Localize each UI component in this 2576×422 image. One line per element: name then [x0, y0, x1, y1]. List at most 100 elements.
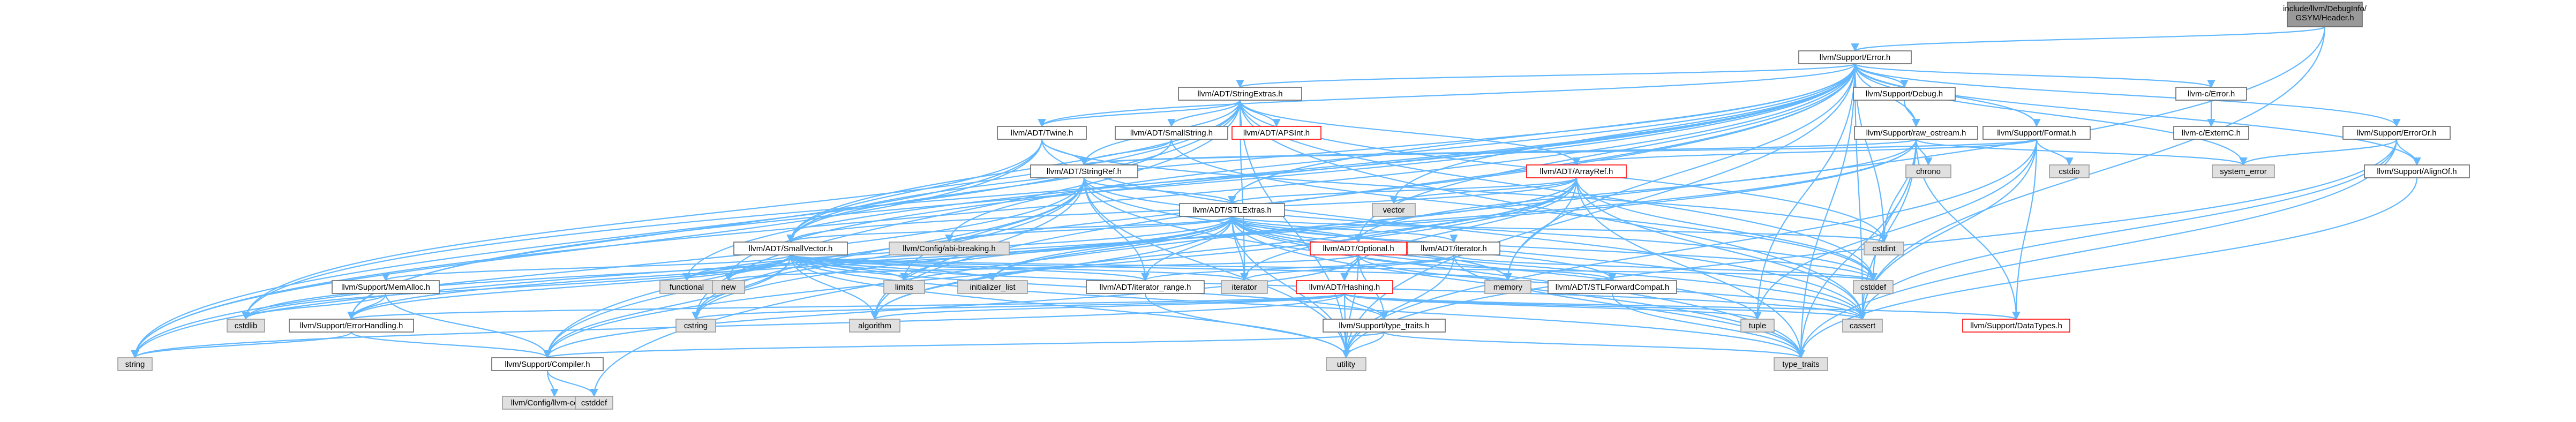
edge-hashing-to-string	[131, 293, 1346, 359]
node-label: llvm/ADT/SmallString.h	[1130, 129, 1213, 138]
edge-smallvector-to-functional	[682, 254, 792, 282]
edge-error-to-abibreaking	[945, 63, 1856, 243]
node-cstdio: cstdio	[2049, 164, 2090, 178]
node-chrono: chrono	[1905, 164, 1951, 178]
edge-arrayref-to-cstddef2	[1575, 177, 1877, 282]
node-box	[1310, 242, 1407, 255]
node-label: llvm/ADT/ArrayRef.h	[1540, 167, 1613, 176]
node-algorithm: algorithm	[849, 319, 900, 333]
node-box	[1853, 280, 1894, 294]
node-adtiterator[interactable]: llvm/ADT/iterator.h	[1407, 242, 1500, 255]
edge-formatv-to-stringref	[1080, 138, 2038, 166]
edge-stlextras-to-adtiterator	[1231, 215, 1458, 243]
node-label: limits	[895, 283, 913, 292]
node-box	[1740, 319, 1775, 333]
node-label: cstddef	[581, 398, 607, 408]
node-box	[575, 396, 613, 410]
node-box	[1798, 50, 1912, 64]
edge-stlextras-to-abibreaking	[945, 215, 1233, 243]
node-errorhandling[interactable]: llvm/Support/ErrorHandling.h	[289, 319, 414, 333]
edge-error-to-functional	[682, 63, 1856, 282]
edge-optional-to-stlforward	[1357, 254, 1617, 282]
node-hashing[interactable]: llvm/ADT/Hashing.h	[1296, 280, 1393, 294]
node-label: string	[125, 360, 145, 369]
edge-memalloc-to-compiler	[385, 293, 552, 359]
edge-arrayref-to-stlextras	[1228, 177, 1578, 205]
node-arrayref[interactable]: llvm/ADT/ArrayRef.h	[1526, 164, 1627, 178]
edge-hashing-to-datatypes	[1343, 292, 2020, 320]
node-label: llvm/Support/type_traits.h	[1339, 321, 1429, 330]
node-label: llvm/ADT/iterator.h	[1421, 244, 1486, 253]
node-typetraits[interactable]: llvm/Support/type_traits.h	[1323, 319, 1446, 333]
node-cassert: cassert	[1842, 319, 1883, 333]
node-rawostream[interactable]: llvm/Support/raw_ostream.h	[1854, 126, 1978, 140]
node-box	[2049, 164, 2090, 178]
node-erroror[interactable]: llvm/Support/ErrorOr.h	[2342, 126, 2451, 140]
edge-error-to-stringextras	[1236, 63, 1856, 88]
node-formatv[interactable]: llvm/Support/Format.h	[1982, 126, 2091, 140]
node-alignof[interactable]: llvm/Support/AlignOf.h	[2364, 164, 2470, 178]
edge-optional-to-utility	[1342, 254, 1360, 359]
node-datatypes[interactable]: llvm/Support/DataTypes.h	[1962, 319, 2070, 333]
node-stlforward[interactable]: llvm/ADT/STLForwardCompat.h	[1548, 280, 1677, 294]
edge-smallstring-to-stringref	[1080, 139, 1173, 166]
node-iteratorrange[interactable]: llvm/ADT/iterator_range.h	[1086, 280, 1205, 294]
node-box	[332, 280, 440, 294]
node-debug[interactable]: llvm/Support/Debug.h	[1853, 87, 1956, 101]
edge-error-to-string	[131, 63, 1856, 359]
node-label: llvm/Support/ErrorOr.h	[2356, 129, 2436, 138]
edge-optional-to-compiler	[543, 254, 1360, 359]
edge-hashing-to-cassert	[1343, 292, 1867, 320]
node-label: new	[721, 283, 736, 292]
node-label: llvm/ADT/StringRef.h	[1047, 167, 1122, 176]
node-string: string	[117, 357, 153, 371]
node-box	[1326, 357, 1366, 371]
node-box	[227, 319, 265, 333]
edge-stlextras-to-smallvector	[786, 215, 1233, 243]
nodes-layer: include/llvm/DebugInfo/GSYM/Header.hllvm…	[117, 2, 2470, 410]
node-label: functional	[670, 283, 704, 292]
node-optional[interactable]: llvm/ADT/Optional.h	[1310, 242, 1407, 255]
node-memalloc[interactable]: llvm/Support/MemAlloc.h	[332, 280, 440, 294]
node-stringref[interactable]: llvm/ADT/StringRef.h	[1030, 164, 1138, 178]
node-smallvector[interactable]: llvm/ADT/SmallVector.h	[733, 242, 848, 255]
node-cerror[interactable]: llvm-c/Error.h	[2175, 87, 2247, 101]
edge-stlextras-to-cstddef2	[1231, 216, 1877, 282]
node-cexternc[interactable]: llvm-c/ExternC.h	[2173, 126, 2249, 140]
node-apsint[interactable]: llvm/ADT/APSInt.h	[1231, 126, 1321, 140]
edge-errorhandling-to-compiler	[350, 331, 552, 359]
edge-error-to-memory	[1504, 63, 1856, 282]
node-error[interactable]: llvm/Support/Error.h	[1798, 50, 1912, 64]
node-label: utility	[1337, 360, 1356, 369]
node-box	[1548, 280, 1677, 294]
node-smallstring[interactable]: llvm/ADT/SmallString.h	[1115, 126, 1228, 140]
node-cstdint: cstdint	[1864, 242, 1904, 255]
node-box	[1296, 280, 1393, 294]
node-cstring: cstring	[675, 319, 716, 333]
edge-stringextras-to-twine	[1038, 100, 1241, 127]
edge-error-to-twine	[1038, 63, 1856, 127]
edge-error-to-tuple	[1753, 63, 1856, 320]
node-stlextras[interactable]: llvm/ADT/STLExtras.h	[1179, 203, 1285, 217]
edge-error-to-cerror	[1854, 63, 2215, 88]
edge-smallvector-to-typetraitsstd	[790, 254, 1805, 359]
node-stringextras[interactable]: llvm/ADT/StringExtras.h	[1178, 87, 1302, 101]
node-limits: limits	[883, 280, 925, 294]
node-compiler[interactable]: llvm/Support/Compiler.h	[491, 357, 604, 371]
edge-error-to-typetraitsstd	[1797, 63, 1856, 359]
edge-adtiterator-to-iteratorrange	[1141, 254, 1455, 282]
edge-smallstring-to-cstddef2	[1170, 139, 1877, 282]
edge-adtiterator-to-cstddef2	[1453, 254, 1877, 282]
node-iteratorstd: iterator	[1221, 280, 1268, 294]
edge-arrayref-to-iteratorstd	[1240, 177, 1578, 282]
edge-root-to-cassert	[1858, 26, 2326, 320]
node-label: llvm/Support/raw_ostream.h	[1866, 129, 1966, 138]
edge-stringextras-to-string	[131, 100, 1241, 359]
node-twine[interactable]: llvm/ADT/Twine.h	[997, 126, 1087, 140]
edge-stlextras-to-limits	[900, 216, 1233, 282]
edge-formatv-to-cstdio	[2036, 139, 2074, 166]
node-abibreaking: llvm/Config/abi-breaking.h	[889, 242, 1010, 255]
node-box	[1484, 280, 1531, 294]
node-label: llvm-c/ExternC.h	[2182, 129, 2241, 138]
